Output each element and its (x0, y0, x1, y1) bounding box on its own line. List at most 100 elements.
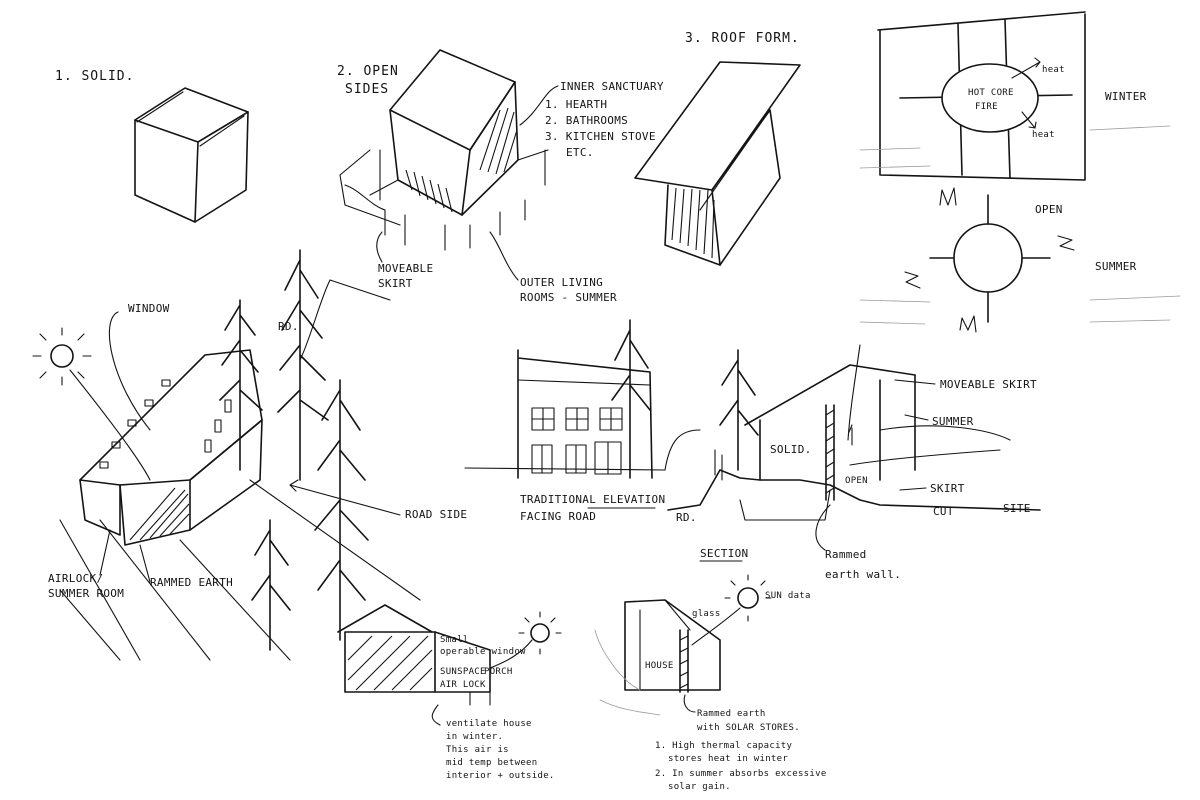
sun-icon-bottom-left (530, 623, 550, 643)
label-inner-sanctuary: INNER SANCTUARY (560, 80, 664, 93)
leader-inner (519, 85, 559, 126)
label-traditional-elevation: TRADITIONAL ELEVATION (520, 493, 665, 506)
label-porch: PORCH (484, 667, 513, 677)
label-heat-2: heat (1032, 130, 1055, 140)
note-solar-1: 1. High thermal capacity (655, 741, 793, 751)
sunspace-lean-to (434, 631, 491, 693)
perspective-rd-lines (299, 279, 391, 361)
leader-rammed-wall (815, 504, 831, 551)
heat-arrow-2 (1021, 111, 1037, 129)
perspective-ground-lines (59, 479, 421, 661)
label-outer-living-1: OUTER LIVING (520, 276, 603, 289)
label-rammed-earth-persp: RAMMED EARTH (150, 576, 233, 589)
label-hot-core: HOT CORE (968, 88, 1014, 98)
leader-ventilate (431, 704, 441, 726)
label-glass: glass (692, 609, 721, 619)
label-facing-road: FACING ROAD (520, 510, 596, 523)
label-airlock-2: SUMMER ROOM (48, 587, 124, 600)
label-open-section: OPEN (845, 476, 868, 486)
sketch-solid-cube: 1. SOLID. (55, 69, 249, 223)
sketch-open-sides: 2. OPEN SIDES INNER SANCTUARY 1. HEARTH … (337, 49, 664, 304)
open-skirt-posts (384, 199, 526, 251)
label-moveable-skirt-1: MOVEABLE (378, 262, 433, 275)
diagram-summer-plan: OPEN SUMMER (859, 187, 1181, 333)
label-section-title: SECTION (700, 547, 748, 560)
sun-rays-bottom-right (724, 574, 772, 622)
note-ventilate-4: mid temp between (446, 758, 538, 768)
sunspace-roof (337, 604, 433, 633)
sketch-main-section: MOVEABLE SKIRT SUMMER SOLID. OPEN SKIRT … (667, 344, 1041, 581)
note-ventilate-1: ventilate house (446, 719, 532, 729)
label-air-lock: AIR LOCK (440, 680, 486, 690)
tree-4 (251, 519, 291, 651)
label-rammed-wall-1: Rammed (825, 548, 867, 561)
section-walls (759, 374, 916, 481)
elevation-windows (531, 407, 623, 475)
label-airlock-1: AIRLOCK/ (48, 572, 103, 585)
label-road-side: ROAD SIDE (405, 508, 467, 521)
label-sunspace: SUNSPACE (440, 667, 486, 677)
tree-3 (314, 379, 369, 641)
note-ventilate-3: This air is (446, 745, 509, 755)
sketch-title-open-line1: 2. OPEN (337, 64, 399, 79)
label-inner-item-1: 1. HEARTH (545, 98, 607, 111)
section-roof (744, 364, 916, 426)
summer-mark-top (939, 187, 957, 206)
section-ground-line (667, 469, 1041, 511)
leader-airlock (99, 529, 111, 576)
section-lamp (848, 424, 853, 446)
label-inner-item-3: 3. KITCHEN STOVE (545, 130, 656, 143)
section-foundation (739, 489, 831, 521)
label-small-window-2: operable window (440, 647, 526, 657)
elevation-ground (464, 429, 701, 471)
elevation-outline (517, 349, 653, 479)
open-skirt-lines (339, 149, 549, 226)
sketch-title-roof: 3. ROOF FORM. (685, 31, 800, 46)
solar-faint-marks (594, 629, 661, 716)
sketch-solar-store-section: glass HOUSE SUN data Rammed earth with S… (594, 574, 826, 792)
open-skirt-curve (344, 184, 386, 211)
leader-road-side (289, 479, 401, 516)
sketch-sunspace-section: Small operable window SUNSPACE AIR LOCK … (337, 604, 562, 781)
summer-mark-left (904, 271, 921, 289)
section-skirt-line (847, 344, 861, 441)
roof-wall-hatch (671, 187, 715, 259)
label-summer-section: SUMMER (932, 415, 974, 428)
solar-rammed-wall (679, 629, 689, 693)
label-rd-perspective: RD. (278, 320, 299, 333)
roof-ridge-line (699, 109, 771, 211)
summer-core (953, 223, 1023, 293)
open-cube-hatch (405, 107, 518, 213)
note-solar-4: solar gain. (668, 782, 731, 792)
open-cube-top (389, 49, 516, 151)
sun-icon-bottom-right (737, 587, 759, 609)
solar-rammed-wall-hatch (679, 635, 689, 689)
house-side-wall (119, 479, 191, 546)
cube-left-face (134, 119, 199, 223)
label-rd-section: RD. (676, 511, 697, 524)
house-back-wall (189, 419, 263, 531)
label-heat-1: heat (1042, 65, 1065, 75)
sun-rays-left (32, 327, 92, 386)
elevation-cornice (517, 379, 651, 386)
sun-ray-bottom-right (691, 607, 741, 646)
label-inner-item-4: ETC. (566, 146, 594, 159)
elevation-tree (611, 319, 651, 479)
open-cube-side (461, 81, 519, 216)
roof-side-wall (711, 109, 781, 266)
sunspace-walls (344, 631, 436, 693)
label-skirt-section: SKIRT (930, 482, 965, 495)
winter-hot-core (941, 63, 1039, 133)
label-small-window-1: Small (440, 635, 469, 645)
sun-ray-line (69, 369, 151, 481)
section-tree-trunk (714, 449, 723, 481)
label-moveable-skirt-2: SKIRT (378, 277, 413, 290)
sketch-roof-form: 3. ROOF FORM. (634, 31, 801, 266)
label-inner-item-2: 2. BATHROOMS (545, 114, 628, 127)
sunspace-porch-posts (469, 691, 491, 706)
label-cut: CUT (933, 505, 954, 518)
summer-mark-right (1057, 235, 1075, 251)
sketch-title-solid: 1. SOLID. (55, 69, 134, 84)
sun-icon-left (50, 344, 74, 368)
